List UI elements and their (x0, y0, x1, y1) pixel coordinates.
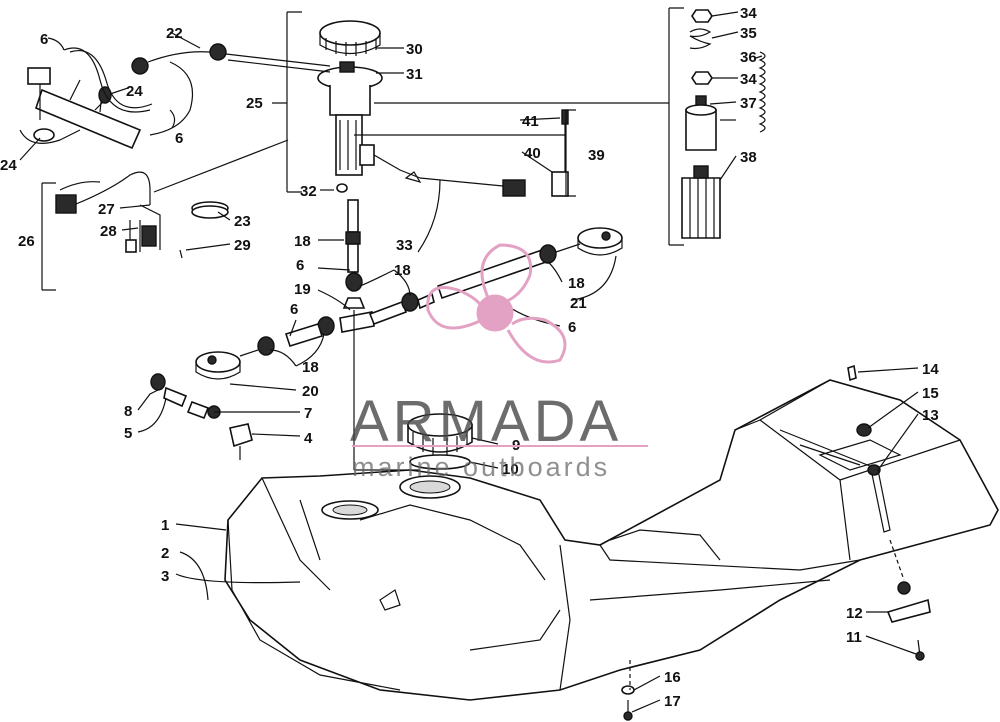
callout-28: 28 (100, 223, 117, 240)
callout-10: 10 (502, 461, 519, 478)
callout-18-c: 18 (302, 359, 319, 376)
callout-27: 27 (98, 201, 115, 218)
callout-18-b: 18 (394, 262, 411, 279)
callout-37: 37 (740, 95, 757, 112)
pump-parts-group (681, 9, 766, 239)
callout-4: 4 (304, 430, 313, 447)
callout-19: 19 (294, 281, 311, 298)
hardware-bottom (621, 685, 635, 721)
callout-6-e: 6 (568, 319, 576, 336)
callout-24-b: 24 (0, 157, 17, 174)
callout-20: 20 (302, 383, 319, 400)
callout-23: 23 (234, 213, 251, 230)
vent-fittings (150, 373, 253, 460)
callout-29: 29 (234, 237, 251, 254)
callout-24-a: 24 (126, 83, 143, 100)
callout-40: 40 (524, 145, 541, 162)
callout-7: 7 (304, 405, 312, 422)
callout-12: 12 (846, 605, 863, 622)
callout-31: 31 (406, 66, 423, 83)
wiring-harness (55, 171, 229, 259)
fuel-rail-assembly (19, 43, 331, 150)
leader-lines (19, 11, 919, 713)
fuel-lines (195, 199, 623, 380)
callout-labels: 1 2 3 4 5 6 6 6 6 6 7 8 9 10 11 12 13 14… (0, 5, 939, 710)
level-sender (404, 109, 569, 197)
callout-5: 5 (124, 425, 132, 442)
callout-22: 22 (166, 25, 183, 42)
callout-8: 8 (124, 403, 132, 420)
callout-34-a: 34 (740, 5, 757, 22)
callout-34-b: 34 (740, 71, 757, 88)
callout-17: 17 (664, 693, 681, 710)
callout-33: 33 (396, 237, 413, 254)
lock-ring (319, 20, 381, 56)
callout-18-d: 18 (568, 275, 585, 292)
callout-15: 15 (922, 385, 939, 402)
callout-30: 30 (406, 41, 423, 58)
callout-2: 2 (161, 545, 169, 562)
callout-6-a: 6 (40, 31, 48, 48)
callout-38: 38 (740, 149, 757, 166)
callout-18-a: 18 (294, 233, 311, 250)
tank-filler-neck (321, 475, 461, 520)
fuel-pump-assembly (317, 61, 421, 193)
callout-41: 41 (522, 113, 539, 130)
callout-3: 3 (161, 568, 169, 585)
fuel-tank-body (224, 379, 999, 701)
callout-14: 14 (922, 361, 939, 378)
callout-36: 36 (740, 49, 757, 66)
callout-1: 1 (161, 517, 169, 534)
callout-21: 21 (570, 295, 587, 312)
callout-39: 39 (588, 147, 605, 164)
callout-6-d: 6 (290, 301, 298, 318)
callout-6-b: 6 (175, 130, 183, 147)
callout-32: 32 (300, 183, 317, 200)
watermark-tagline: marine outboards (352, 452, 610, 482)
propeller-icon (426, 243, 567, 364)
callout-6-c: 6 (296, 257, 304, 274)
filler-cap (407, 413, 473, 455)
bracket-lines (41, 7, 684, 471)
callout-11: 11 (846, 629, 862, 646)
gauge-mount-parts (847, 364, 931, 661)
callout-25: 25 (246, 95, 263, 112)
callout-13: 13 (922, 407, 939, 424)
watermark-brand: ARMADA (350, 389, 622, 454)
callout-16: 16 (664, 669, 681, 686)
watermark: ARMADA marine outboards (350, 243, 648, 482)
callout-26: 26 (18, 233, 35, 250)
callout-35: 35 (740, 25, 757, 42)
